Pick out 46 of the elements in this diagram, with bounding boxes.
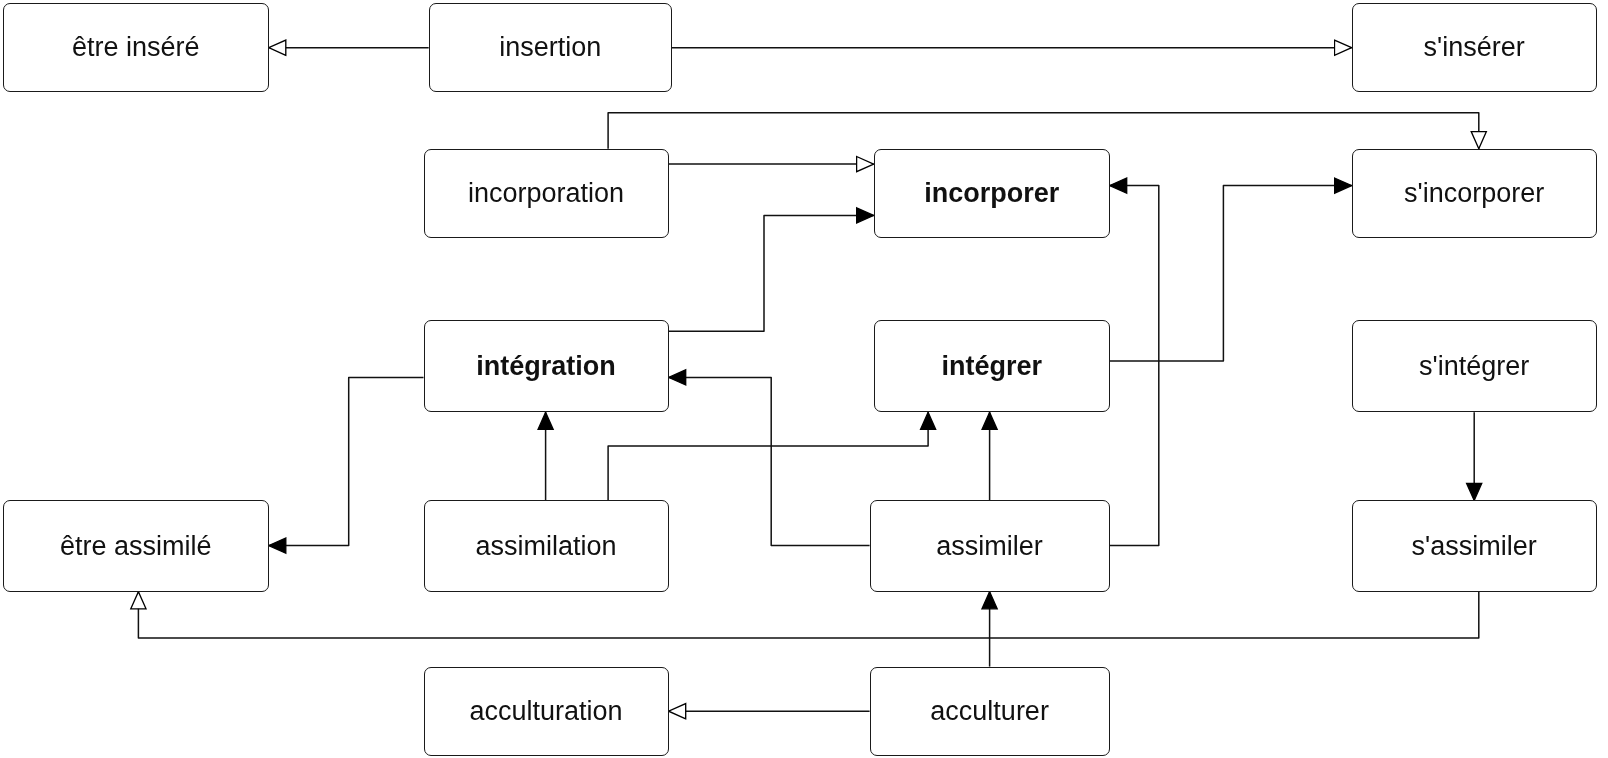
term-label: s'insérer <box>1423 32 1525 64</box>
arrow <box>130 590 1480 639</box>
term-label: être inséré <box>72 32 200 64</box>
arrow <box>670 39 1353 56</box>
term-label: intégration <box>476 350 616 382</box>
arrow <box>267 39 430 56</box>
arrow <box>981 411 998 502</box>
arrow <box>607 112 1488 150</box>
arrow <box>667 369 871 547</box>
arrow <box>1108 177 1353 362</box>
term-box <box>428 3 672 93</box>
arrow <box>667 702 871 720</box>
term-box <box>423 500 669 592</box>
arrow <box>267 376 425 554</box>
term-label: être assimilé <box>60 530 212 562</box>
term-label: insertion <box>499 32 602 64</box>
term-box <box>423 666 669 756</box>
arrow <box>981 590 998 668</box>
term-label: s'assimiler <box>1411 530 1537 562</box>
arrow <box>607 411 937 502</box>
term-label: assimilation <box>475 530 617 562</box>
term-label: s'intégrer <box>1419 350 1530 382</box>
arrow <box>537 411 554 502</box>
term-label: acculturation <box>469 695 623 727</box>
term-box <box>423 319 669 413</box>
term-box <box>869 500 1110 592</box>
arrow <box>667 207 875 332</box>
arrow <box>1108 177 1160 547</box>
term-label: s'incorporer <box>1404 177 1545 209</box>
term-box <box>3 3 269 93</box>
term-box <box>1351 3 1597 93</box>
term-box <box>1351 500 1597 592</box>
arrow <box>667 155 875 173</box>
term-box <box>869 666 1110 756</box>
term-box <box>423 148 669 238</box>
term-label: incorporation <box>468 177 625 209</box>
term-box <box>873 148 1110 238</box>
term-label: incorporer <box>924 177 1060 209</box>
term-label: assimiler <box>936 530 1043 562</box>
term-box <box>873 319 1110 413</box>
term-box <box>1351 148 1597 238</box>
arrow <box>1465 411 1483 502</box>
term-box <box>1351 319 1597 413</box>
term-label: intégrer <box>941 350 1042 382</box>
term-box <box>3 500 269 592</box>
term-label: acculturer <box>930 695 1049 727</box>
